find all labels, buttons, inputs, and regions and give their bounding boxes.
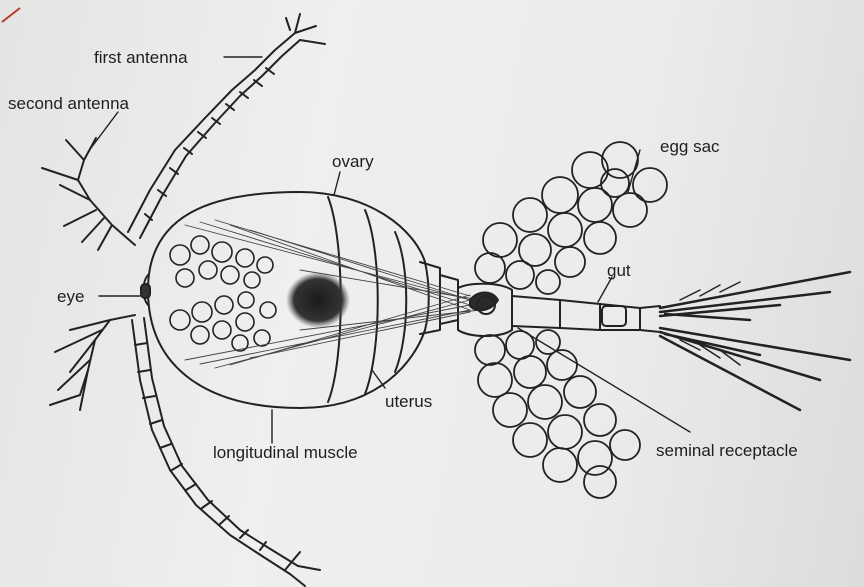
second-antenna-upper [42, 138, 135, 250]
oocyte-circles [170, 236, 276, 351]
label-eye: eye [57, 287, 84, 306]
caudal-setae [660, 272, 850, 410]
label-egg-sac: egg sac [660, 137, 720, 156]
red-pen-mark [2, 8, 20, 22]
egg-sac-upper [475, 142, 667, 294]
leader-lines [88, 57, 690, 443]
egg-sac-lower [475, 330, 640, 498]
urosome [512, 296, 660, 332]
eye-shape [141, 284, 150, 298]
label-gut: gut [607, 261, 631, 280]
label-uterus: uterus [385, 392, 432, 411]
ovary-mass [286, 272, 350, 328]
urosome-joints [560, 300, 640, 330]
label-ovary: ovary [332, 152, 374, 171]
label-seminal-receptacle: seminal receptacle [656, 441, 798, 460]
second-antenna-lower [50, 315, 135, 410]
label-first-antenna: first antenna [94, 48, 188, 67]
label-second-antenna: second antenna [8, 94, 130, 113]
gut-block [602, 306, 626, 326]
label-longitudinal-muscle: longitudinal muscle [213, 443, 358, 462]
